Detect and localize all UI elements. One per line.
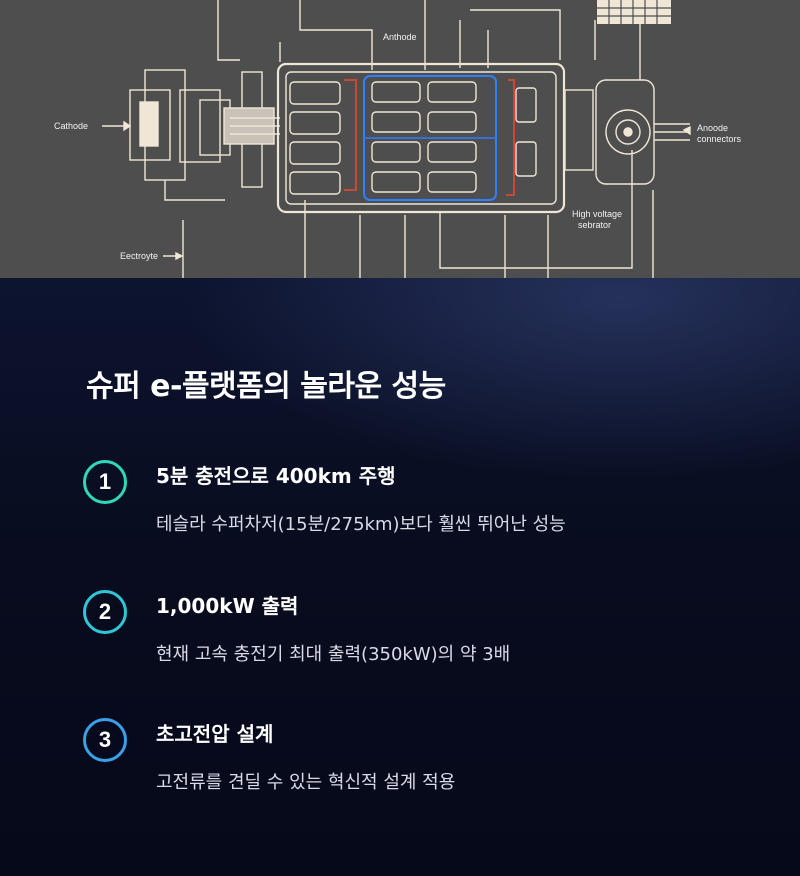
feature-title-2: 1,000kW 출력 bbox=[156, 594, 299, 618]
battery-diagram-image: Anthode Cathode Anoode connectors High v… bbox=[0, 0, 800, 278]
feature-desc-2: 현재 고속 충전기 최대 출력(350kW)의 약 3배 bbox=[156, 644, 511, 665]
feature-desc-3: 고전류를 견딜 수 있는 혁신적 설계 적용 bbox=[156, 772, 456, 793]
number-badge-3: 3 bbox=[83, 718, 127, 762]
label-electrolyte: Eectroyte bbox=[120, 251, 158, 261]
number-badge-1: 1 bbox=[83, 460, 127, 504]
feature-item-1: 1 5분 충전으로 400km 주행 테슬라 수퍼차저(15분/275km)보다… bbox=[83, 460, 743, 540]
label-anode-connectors-2: connectors bbox=[697, 134, 742, 144]
feature-item-3: 3 초고전압 설계 고전류를 견딜 수 있는 혁신적 설계 적용 bbox=[83, 718, 743, 798]
label-hv-separator-2: sebrator bbox=[578, 220, 611, 230]
battery-diagram-svg: Anthode Cathode Anoode connectors High v… bbox=[54, 0, 742, 278]
label-cathode: Cathode bbox=[54, 121, 88, 131]
feature-desc-1: 테슬라 수퍼차저(15분/275km)보다 훨씬 뛰어난 성능 bbox=[156, 514, 566, 535]
label-anthode: Anthode bbox=[383, 32, 417, 42]
feature-title-3: 초고전압 설계 bbox=[156, 722, 274, 746]
feature-title-1: 5분 충전으로 400km 주행 bbox=[156, 464, 396, 488]
feature-item-2: 2 1,000kW 출력 현재 고속 충전기 최대 출력(350kW)의 약 3… bbox=[83, 590, 743, 670]
label-hv-separator-1: High voltage bbox=[572, 209, 622, 219]
number-badge-2: 2 bbox=[83, 590, 127, 634]
label-anode-connectors-1: Anoode bbox=[697, 123, 728, 133]
performance-section: 슈퍼 e-플랫폼의 놀라운 성능 1 5분 충전으로 400km 주행 테슬라 … bbox=[0, 278, 800, 876]
section-title: 슈퍼 e-플랫폼의 놀라운 성능 bbox=[86, 369, 446, 404]
